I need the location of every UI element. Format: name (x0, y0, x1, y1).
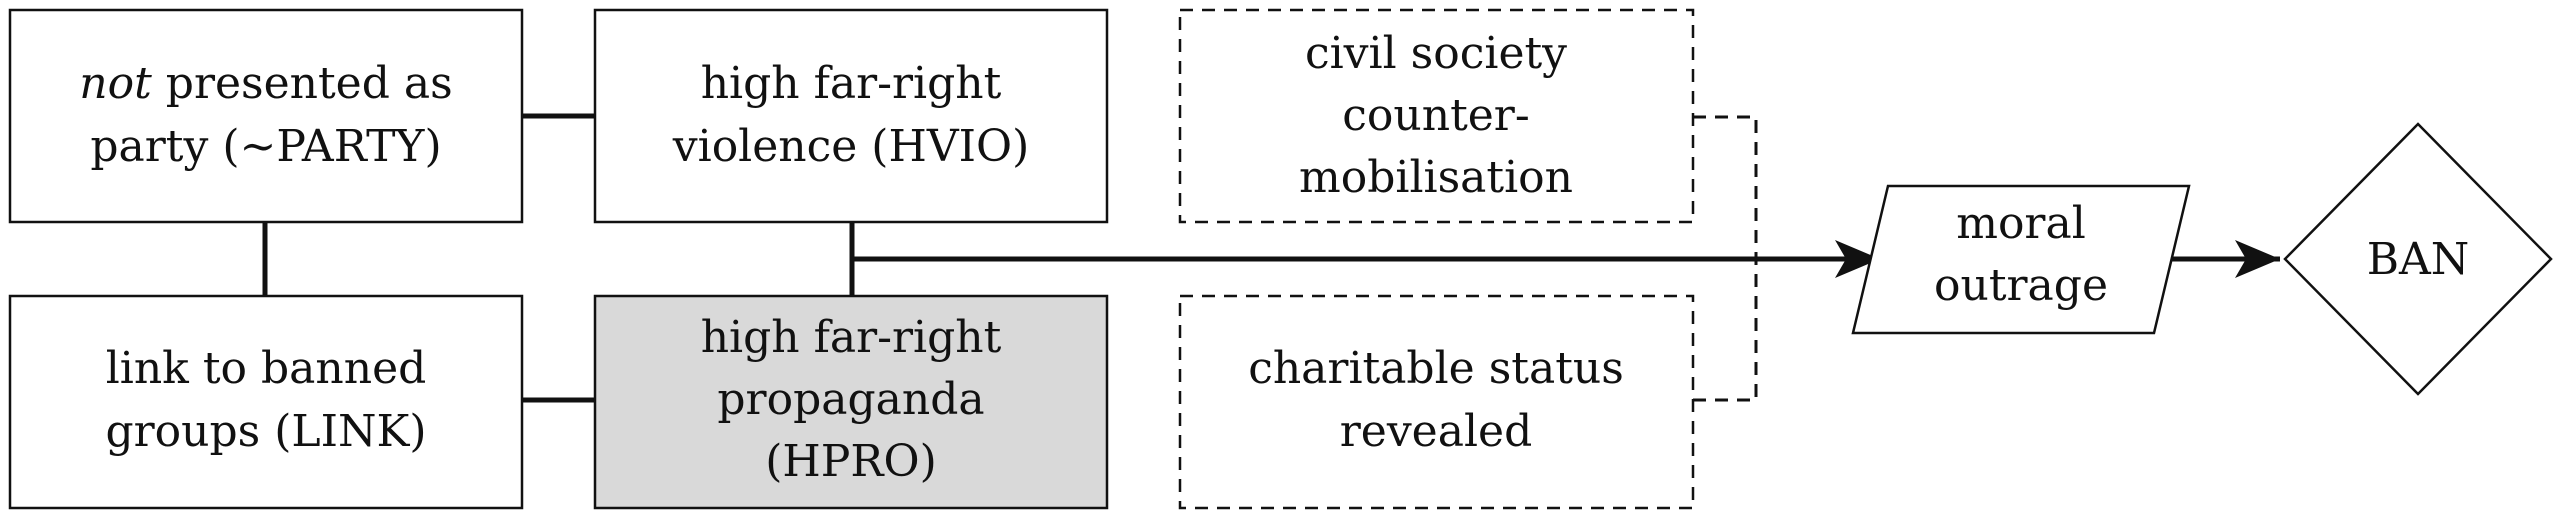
node-ban: BAN (2283, 122, 2553, 396)
charitable-line1: charitable status (1248, 343, 1624, 394)
civil-society-line3: mobilisation (1299, 152, 1573, 203)
link-line1: link to banned (106, 343, 427, 394)
not-party-line1-rest: presented as (152, 58, 453, 109)
node-hvio: high far-right violence (HVIO) (593, 8, 1109, 224)
node-hpro: high far-right propaganda (HPRO) (593, 294, 1109, 510)
dashed-bracket (1693, 115, 1758, 402)
charitable-line2: revealed (1340, 406, 1532, 457)
node-not-party: not presented as party (∼PARTY) (8, 8, 524, 224)
not-party-line1-italic: not (79, 58, 152, 109)
link-line2: groups (LINK) (105, 406, 426, 457)
hvio-line2: violence (HVIO) (672, 121, 1029, 172)
moral-outrage-line1: moral (1956, 198, 2086, 249)
hpro-line3: (HPRO) (765, 436, 937, 487)
node-charitable-status: charitable status revealed (1178, 294, 1695, 510)
hpro-line2: propaganda (717, 374, 984, 425)
civil-society-line1: civil society (1305, 28, 1567, 79)
node-civil-society: civil society counter- mobilisation (1178, 8, 1695, 224)
hvio-line1: high far-right (701, 58, 1002, 109)
civil-society-line2: counter- (1342, 90, 1529, 141)
ban-label: BAN (2367, 234, 2470, 285)
not-party-line2: party (∼PARTY) (90, 121, 441, 172)
hpro-line1: high far-right (701, 312, 1002, 363)
node-moral-outrage: moral outrage (1851, 184, 2191, 335)
moral-outrage-line2: outrage (1934, 260, 2108, 311)
node-link: link to banned groups (LINK) (8, 294, 524, 510)
svg-text:not presented as: not presented as (79, 58, 452, 109)
